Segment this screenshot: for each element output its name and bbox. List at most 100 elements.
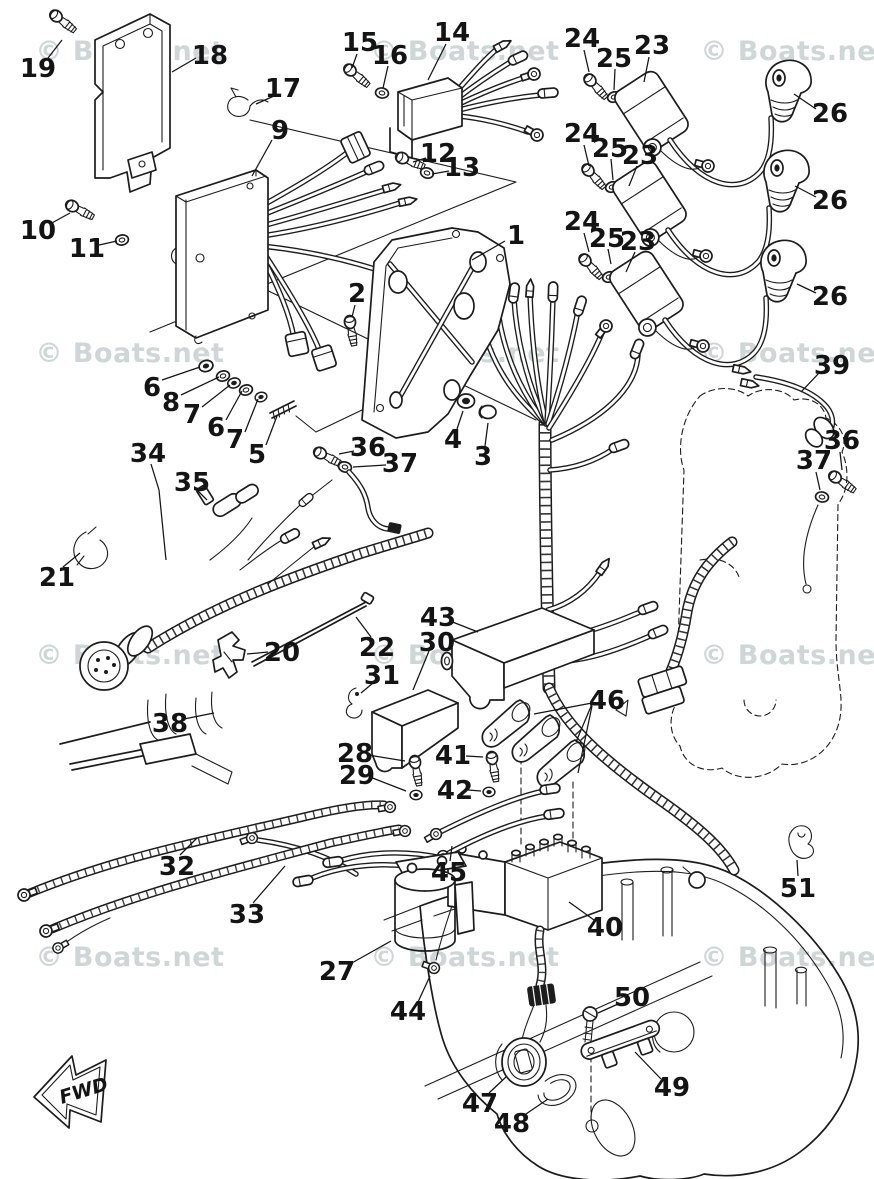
svg-text:7: 7	[226, 425, 244, 455]
svg-text:27: 27	[319, 957, 355, 987]
svg-text:30: 30	[419, 628, 455, 658]
callout-2: 2	[348, 279, 366, 318]
callout-23: 23	[634, 31, 670, 83]
callout-43: 43	[420, 603, 479, 633]
retainer-and-holder	[59, 591, 375, 785]
callout-17: 17	[255, 74, 301, 105]
callout-34: 34	[130, 439, 167, 561]
svg-text:35: 35	[174, 468, 210, 498]
callout-15: 15	[342, 28, 378, 69]
callout-20: 20	[246, 638, 300, 668]
rectifier-unit	[340, 36, 560, 159]
watermark: © Boats.net	[371, 942, 560, 973]
callout-51: 51	[780, 859, 816, 904]
callout-44: 44	[390, 975, 431, 1027]
svg-text:12: 12	[420, 139, 456, 169]
main-wire-harness	[470, 277, 740, 876]
callout-50: 50	[597, 983, 650, 1014]
svg-text:13: 13	[444, 153, 480, 183]
svg-text:25: 25	[596, 44, 632, 74]
callout-36: 36	[824, 426, 860, 471]
callout-40: 40	[568, 901, 623, 943]
callout-25: 25	[596, 44, 632, 91]
svg-text:24: 24	[564, 119, 600, 149]
callout-4: 4	[444, 410, 464, 455]
svg-text:45: 45	[431, 858, 467, 888]
callout-14: 14	[427, 18, 470, 81]
callout-24: 24	[564, 207, 600, 253]
svg-text:51: 51	[780, 874, 816, 904]
svg-text:2: 2	[348, 279, 366, 309]
svg-text:36: 36	[824, 426, 860, 456]
callout-26: 26	[796, 282, 848, 312]
svg-text:43: 43	[420, 603, 456, 633]
svg-text:7: 7	[183, 400, 201, 430]
svg-text:42: 42	[437, 776, 473, 806]
svg-text:23: 23	[622, 141, 658, 171]
svg-text:11: 11	[69, 234, 105, 264]
svg-text:47: 47	[462, 1089, 498, 1119]
svg-text:5: 5	[248, 440, 266, 470]
lead-wire-39	[731, 363, 836, 448]
svg-text:50: 50	[614, 983, 650, 1013]
svg-text:34: 34	[130, 439, 166, 469]
callout-23: 23	[620, 227, 656, 273]
callout-29: 29	[339, 761, 407, 792]
watermark: © Boats.net	[36, 338, 225, 369]
bracket-cover	[46, 6, 269, 248]
svg-text:44: 44	[390, 997, 426, 1027]
svg-text:1: 1	[507, 221, 525, 251]
cdi-unit	[170, 131, 419, 372]
svg-text:19: 19	[20, 54, 56, 84]
callout-26: 26	[793, 93, 848, 129]
bracket-hardware	[196, 358, 859, 594]
callout-6: 6	[143, 366, 201, 403]
callout-10: 10	[20, 212, 71, 246]
watermark: © Boats.net	[36, 942, 225, 973]
callout-24: 24	[564, 24, 600, 73]
callout-36: 36	[338, 433, 386, 463]
callout-8: 8	[162, 376, 220, 418]
svg-text:26: 26	[812, 186, 848, 216]
svg-text:23: 23	[620, 227, 656, 257]
svg-text:9: 9	[271, 116, 289, 146]
svg-text:37: 37	[382, 449, 418, 479]
callout-25: 25	[592, 134, 628, 181]
battery-cables	[15, 799, 413, 956]
svg-text:41: 41	[435, 741, 471, 771]
callout-16: 16	[372, 41, 408, 89]
svg-text:6: 6	[207, 413, 225, 443]
svg-text:22: 22	[359, 633, 395, 663]
svg-text:16: 16	[372, 41, 408, 71]
svg-text:39: 39	[814, 351, 850, 381]
svg-text:26: 26	[812, 99, 848, 129]
svg-text:29: 29	[339, 761, 375, 791]
fwd-arrow: FWD	[33, 1055, 111, 1129]
callout-38: 38	[152, 709, 215, 739]
callout-42: 42	[437, 776, 482, 806]
callout-39: 39	[800, 351, 850, 393]
callout-21: 21	[39, 552, 81, 593]
svg-text:14: 14	[434, 18, 470, 48]
callout-49: 49	[634, 1051, 690, 1103]
svg-text:49: 49	[654, 1073, 690, 1103]
callout-24: 24	[564, 119, 600, 167]
callout-23: 23	[622, 141, 658, 187]
pan-mounted-parts	[495, 825, 815, 1106]
callout-19: 19	[20, 39, 63, 84]
callout-37: 37	[352, 449, 418, 479]
callout-46: 46	[533, 686, 625, 774]
callout-27: 27	[319, 940, 392, 987]
callout-37: 37	[796, 446, 832, 491]
svg-text:25: 25	[589, 224, 625, 254]
watermark: © Boats.net	[701, 640, 874, 671]
callout-48: 48	[494, 1098, 549, 1139]
svg-text:15: 15	[342, 28, 378, 58]
callout-25: 25	[589, 224, 625, 265]
callout-1: 1	[471, 221, 525, 261]
svg-text:48: 48	[494, 1109, 530, 1139]
callout-32: 32	[159, 837, 198, 882]
starter-relay	[238, 830, 475, 952]
svg-text:40: 40	[587, 913, 623, 943]
